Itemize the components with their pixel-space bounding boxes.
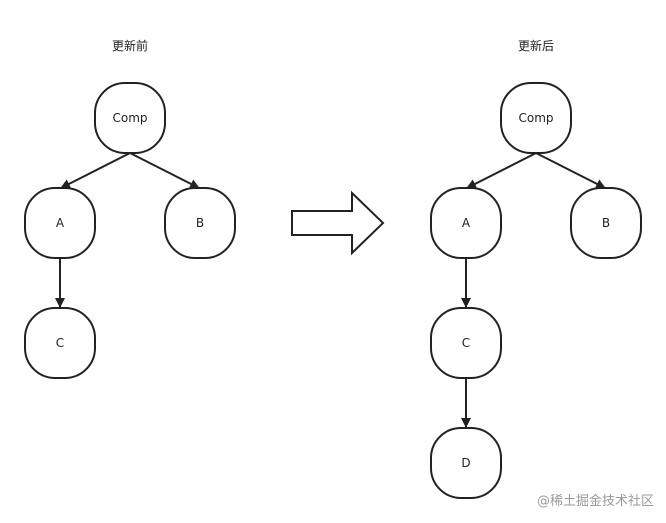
node-before-a: A bbox=[24, 187, 96, 259]
node-before-b: B bbox=[164, 187, 236, 259]
title-before: 更新前 bbox=[112, 38, 148, 53]
edge-before-comp-a bbox=[60, 152, 131, 189]
node-before-c: C bbox=[24, 307, 96, 379]
node-after-a-label: A bbox=[462, 216, 471, 230]
node-before-c-label: C bbox=[56, 336, 64, 350]
node-before-a-label: A bbox=[56, 216, 65, 230]
node-after-b: B bbox=[570, 187, 642, 259]
node-after-d: D bbox=[430, 427, 502, 499]
node-before-comp-label: Comp bbox=[112, 111, 147, 125]
edge-after-comp-a bbox=[466, 152, 537, 189]
edge-before-comp-b bbox=[129, 152, 200, 189]
node-before-b-label: B bbox=[196, 216, 204, 230]
transition-arrow bbox=[291, 190, 385, 256]
node-after-comp: Comp bbox=[500, 82, 572, 154]
node-after-comp-label: Comp bbox=[518, 111, 553, 125]
node-before-comp: Comp bbox=[94, 82, 166, 154]
edge-after-comp-b bbox=[535, 152, 606, 189]
node-after-a: A bbox=[430, 187, 502, 259]
title-after: 更新后 bbox=[518, 38, 554, 53]
node-after-d-label: D bbox=[461, 456, 470, 470]
node-after-c: C bbox=[430, 307, 502, 379]
node-after-c-label: C bbox=[462, 336, 470, 350]
watermark: @稀土掘金技术社区 bbox=[537, 493, 654, 509]
node-after-b-label: B bbox=[602, 216, 610, 230]
